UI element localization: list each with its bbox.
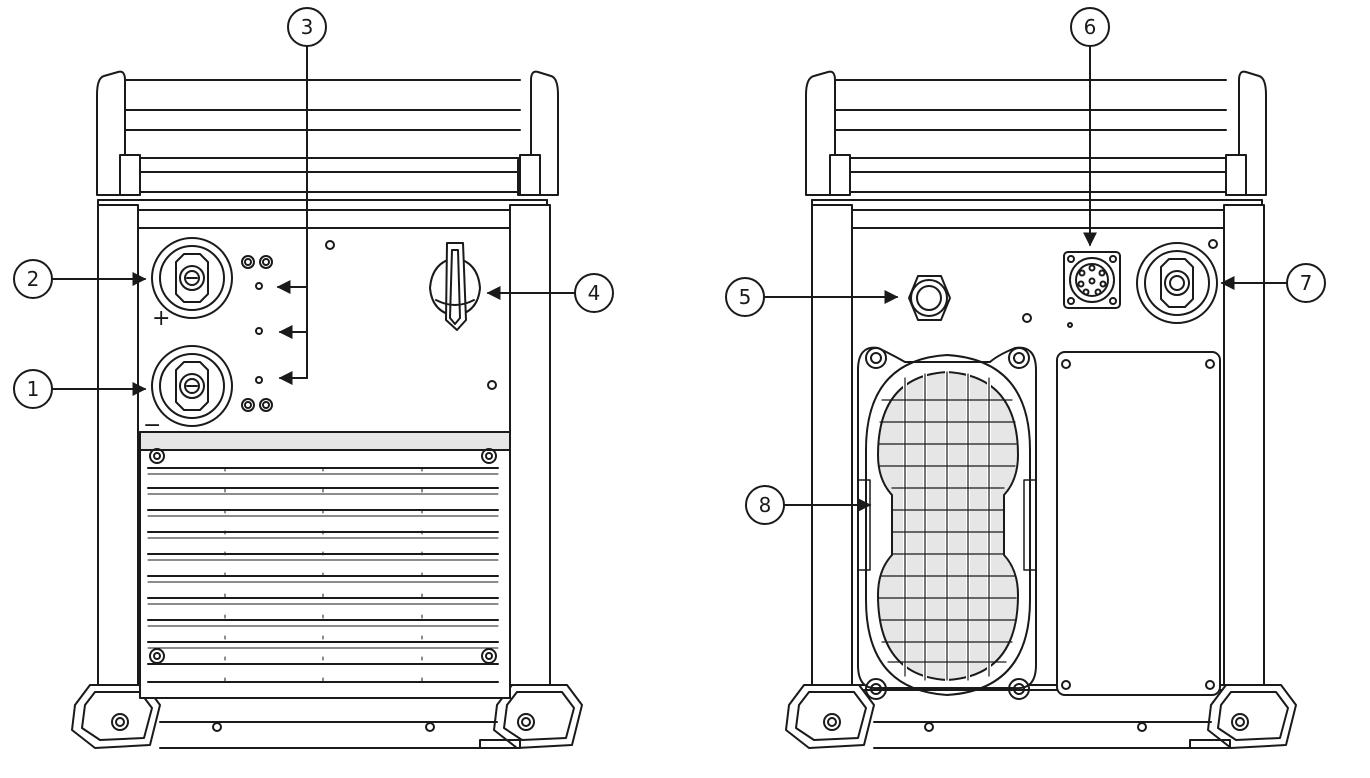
front-handle <box>96 70 559 196</box>
fan-guard <box>857 346 1037 700</box>
rear-handle <box>805 70 1267 196</box>
callout-8: 8 <box>745 485 785 525</box>
callout-circle <box>1070 7 1110 47</box>
callout-circle <box>13 259 53 299</box>
callout-circle <box>745 485 785 525</box>
rear-cover-plate <box>1056 351 1221 696</box>
polarity-plus-label: + <box>152 306 170 331</box>
callout-2: 2 <box>13 259 53 299</box>
callout-circle <box>725 277 765 317</box>
front-grille <box>139 431 511 699</box>
callout-label: 4 <box>588 281 601 305</box>
callout-label: 8 <box>759 493 772 517</box>
callout-7: 7 <box>1286 263 1326 303</box>
callout-1: 1 <box>13 369 53 409</box>
callout-circle <box>287 7 327 47</box>
callout-label: 7 <box>1300 271 1313 295</box>
callout-label: 1 <box>27 377 40 401</box>
callout-label: 6 <box>1084 15 1097 39</box>
callout-layer: 1 2 3 4 5 6 7 8 <box>13 7 1326 525</box>
callout-5: 5 <box>725 277 765 317</box>
callout-label: 2 <box>27 267 40 291</box>
cable-gland <box>908 275 951 321</box>
callout-circle <box>574 273 614 313</box>
callout-4: 4 <box>574 273 614 313</box>
rear-body <box>785 199 1297 749</box>
rotary-switch <box>429 242 481 331</box>
indicator-screws <box>241 255 273 412</box>
callout-label: 5 <box>739 285 752 309</box>
positive-connector <box>151 237 233 319</box>
rear-unit <box>764 46 1297 749</box>
front-unit: + − <box>51 46 583 749</box>
callout-3: 3 <box>287 7 327 47</box>
callout-circle <box>13 369 53 409</box>
callout-circle <box>1286 263 1326 303</box>
callout-6: 6 <box>1070 7 1110 47</box>
negative-connector <box>151 345 233 427</box>
callout-label: 3 <box>301 15 314 39</box>
control-socket <box>1063 251 1121 309</box>
rear-connector <box>1136 242 1218 324</box>
